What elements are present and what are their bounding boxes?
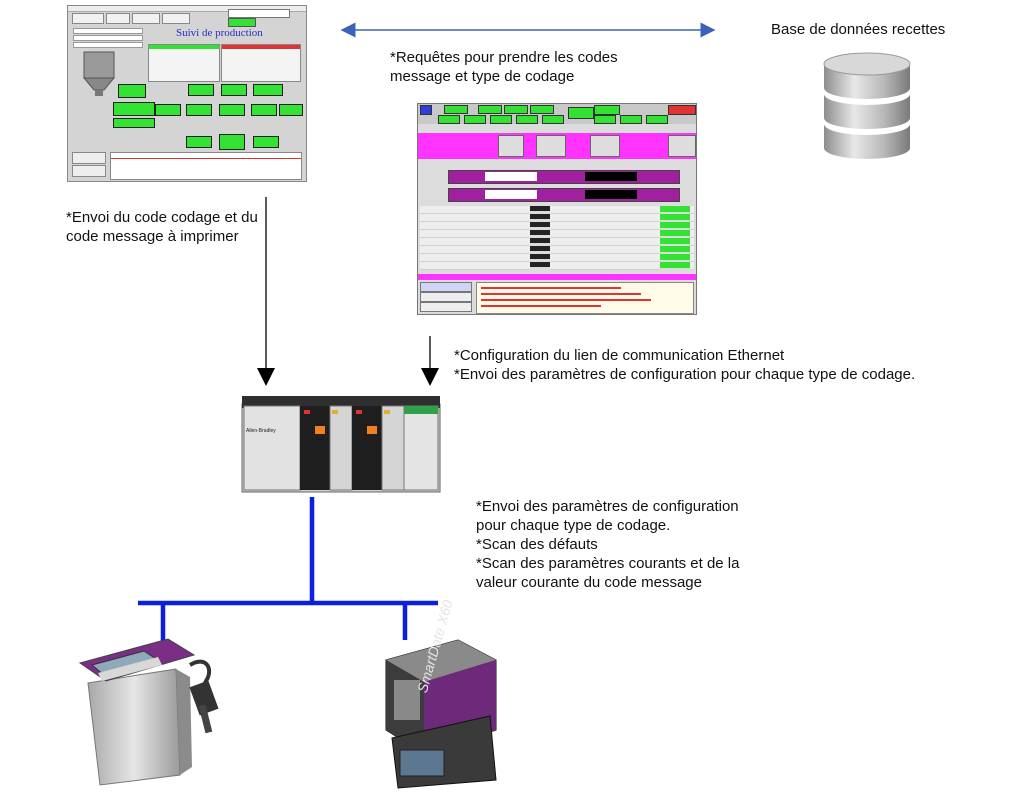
recipe-message-log <box>476 282 694 314</box>
flow-block[interactable] <box>186 136 212 148</box>
database-title: Base de données recettes <box>771 21 946 38</box>
toolbar-button[interactable] <box>72 13 104 24</box>
status-bar <box>418 274 696 280</box>
thermal-printer-right <box>385 639 497 789</box>
bottom-button[interactable] <box>420 292 472 302</box>
plc-controller <box>241 396 441 493</box>
flow-block[interactable] <box>118 84 146 98</box>
recipe-top-toolbar <box>418 104 696 124</box>
flow-block[interactable] <box>279 104 303 116</box>
left-input-panel <box>73 28 143 48</box>
parameter-table <box>420 206 694 270</box>
status-green-box <box>228 18 256 27</box>
toolbar-button[interactable] <box>504 105 528 114</box>
flow-block[interactable] <box>253 136 279 148</box>
database-icon <box>823 52 911 159</box>
send-code-note: *Envoi du code codage et du code message… <box>66 209 258 245</box>
bottom-button[interactable] <box>72 165 106 177</box>
plc-functions-note: *Envoi des paramètres de configuration p… <box>476 498 740 591</box>
tank-icon <box>82 51 116 96</box>
production-title: Suivi de production <box>176 27 263 39</box>
toolbar-button[interactable] <box>490 115 512 124</box>
toolbar-button[interactable] <box>132 13 160 24</box>
recipe-selector-row <box>448 162 680 202</box>
flow-block[interactable] <box>186 104 212 116</box>
toolbar-button[interactable] <box>646 115 668 124</box>
toolbar-button[interactable] <box>542 115 564 124</box>
format-selector[interactable] <box>448 170 680 184</box>
alarm-indicator <box>668 105 696 115</box>
toolbar-button[interactable] <box>162 13 190 24</box>
plc-brand-label: Allen-Bradley <box>246 428 276 434</box>
requests-note: *Requêtes pour prendre les codes message… <box>390 49 618 85</box>
toolbar-button[interactable] <box>594 105 620 115</box>
toolbar <box>72 13 212 24</box>
help-button[interactable] <box>420 105 432 115</box>
recipe-header-band <box>418 133 696 159</box>
flow-block[interactable] <box>188 84 214 96</box>
ethernet-note: *Configuration du lien de communication … <box>454 347 916 383</box>
toolbar-button[interactable] <box>530 105 554 114</box>
date-field <box>228 9 290 18</box>
alarm-log-table <box>110 152 302 180</box>
toolbar-button[interactable] <box>444 105 468 114</box>
recipe-management-screen <box>417 103 697 315</box>
flow-block[interactable] <box>253 84 283 96</box>
recipe-bottom-buttons <box>420 282 472 312</box>
flow-block[interactable] <box>113 102 155 116</box>
info-table-left <box>148 44 220 82</box>
bottom-button[interactable] <box>72 152 106 164</box>
coding-selector[interactable] <box>448 188 680 202</box>
toolbar-button[interactable] <box>516 115 538 124</box>
arrow-screen-to-plc <box>257 197 275 386</box>
window-title-bar <box>68 6 306 12</box>
flow-block[interactable] <box>251 104 277 116</box>
production-monitoring-screen: Suivi de production <box>67 5 307 182</box>
flow-block[interactable] <box>221 84 247 96</box>
inkjet-printer-left <box>78 638 219 786</box>
bottom-left-buttons <box>72 152 106 178</box>
toolbar-button[interactable] <box>464 115 486 124</box>
bottom-button[interactable] <box>420 302 472 312</box>
info-table-right <box>221 44 301 82</box>
toolbar-button[interactable] <box>106 13 130 24</box>
flow-block[interactable] <box>219 104 245 116</box>
flow-block[interactable] <box>155 104 181 116</box>
toolbar-button[interactable] <box>620 115 642 124</box>
toolbar-button[interactable] <box>478 105 502 114</box>
flow-block[interactable] <box>219 134 245 150</box>
flow-block[interactable] <box>113 118 155 128</box>
process-flow <box>113 80 303 152</box>
toolbar-button[interactable] <box>594 115 616 124</box>
toolbar-button[interactable] <box>568 107 594 119</box>
toolbar-button[interactable] <box>438 115 460 124</box>
arrow-recipe-to-plc <box>421 336 439 386</box>
bottom-button[interactable] <box>420 282 472 292</box>
